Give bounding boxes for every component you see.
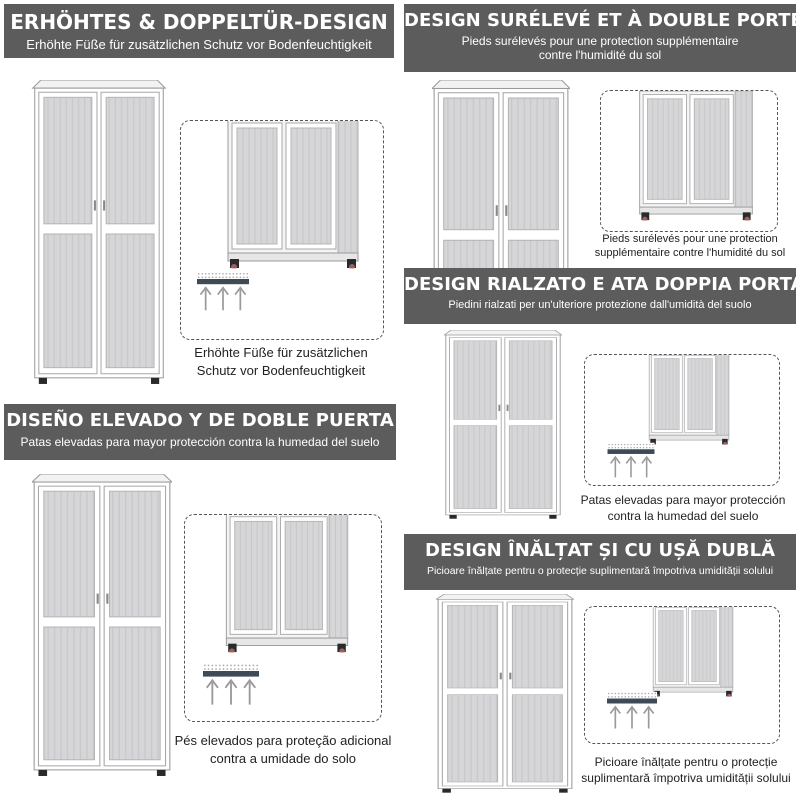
cabinet-feet-image-fr xyxy=(635,91,757,221)
subtitle-it: Piedini rialzati per un'ulteriore protez… xyxy=(448,299,752,311)
caption-ro: Picioare înălțate pentru o protecție sup… xyxy=(578,754,794,786)
banner-es: DISEÑO ELEVADO Y DE DOBLE PUERTA Patas e… xyxy=(4,404,396,460)
cabinet-image-de xyxy=(30,80,168,386)
subtitle-fr-line1: Pieds surélevés pour une protection supp… xyxy=(461,34,739,48)
title-de: ERHÖHTES & DOPPELTÜR-DESIGN xyxy=(10,10,388,34)
caption-es: Pés elevados para proteção adicional con… xyxy=(168,732,398,768)
subtitle-de: Erhöhte Füße für zusätzlichen Schutz vor… xyxy=(26,37,372,52)
title-it: DESIGN RIALZATO E ATA DOPPIA PORTA xyxy=(404,274,800,295)
caption-fr-line1: Pieds surélevés pour une protection xyxy=(602,233,778,245)
caption-it-line2: contra la humedad del suelo xyxy=(607,509,759,523)
moisture-layer-icon-it xyxy=(607,443,655,479)
caption-fr-line2: supplémentaire contre l'humidité du sol xyxy=(594,247,786,259)
caption-es-line1: Pés elevados para proteção adicional xyxy=(174,733,392,748)
caption-de-line1: Erhöhte Füße für zusätzlichen xyxy=(194,345,368,360)
caption-ro-line1: Picioare înălțate pentru o protecție xyxy=(594,755,778,769)
feet-detail-inset-fr xyxy=(600,90,778,232)
cabinet-feet-image-es xyxy=(225,514,349,653)
subtitle-fr-line2: contre l'humidité du sol xyxy=(538,48,662,62)
title-ro: DESIGN ÎNĂLȚAT ȘI CU UȘĂ DUBLĂ xyxy=(425,540,775,561)
subtitle-es: Patas elevadas para mayor protección con… xyxy=(20,435,380,449)
feet-detail-inset-de xyxy=(180,120,384,340)
title-fr: DESIGN SURÉLEVÉ ET À DOUBLE PORTE xyxy=(404,10,800,31)
cabinet-image-ro xyxy=(436,594,574,794)
moisture-layer-icon-ro xyxy=(607,691,657,731)
cabinet-feet-image-de xyxy=(223,120,363,269)
caption-it-line1: Patas elevadas para mayor protección xyxy=(580,493,786,507)
caption-fr: Pieds surélevés pour une protection supp… xyxy=(590,232,790,260)
feet-detail-inset-es xyxy=(184,514,382,722)
cabinet-feet-image-it xyxy=(633,354,745,445)
caption-es-line2: contra a umidade do solo xyxy=(210,751,356,766)
subtitle-ro: Picioare înălțate pentru o protecție sup… xyxy=(426,565,774,577)
cabinet-image-es xyxy=(32,474,172,778)
moisture-layer-icon-de xyxy=(197,271,249,313)
banner-fr: DESIGN SURÉLEVÉ ET À DOUBLE PORTE Pieds … xyxy=(404,4,800,72)
caption-it: Patas elevadas para mayor protección con… xyxy=(578,492,788,524)
moisture-layer-icon-es xyxy=(203,663,259,707)
cabinet-image-it xyxy=(444,330,562,520)
feet-detail-inset-ro xyxy=(584,606,780,744)
cabinet-image-fr xyxy=(432,80,570,270)
banner-ro: DESIGN ÎNĂLȚAT ȘI CU UȘĂ DUBLĂ Picioare … xyxy=(404,534,796,590)
banner-de: ERHÖHTES & DOPPELTÜR-DESIGN Erhöhte Füße… xyxy=(4,4,394,58)
banner-it: DESIGN RIALZATO E ATA DOPPIA PORTA Piedi… xyxy=(404,268,800,324)
caption-de: Erhöhte Füße für zusätzlichen Schutz vor… xyxy=(180,344,382,380)
cabinet-feet-image-ro xyxy=(637,606,749,697)
caption-ro-line2: suplimentară împotriva umidității solulu… xyxy=(581,771,791,785)
feet-detail-inset-it xyxy=(584,354,780,486)
caption-de-line2: Schutz vor Bodenfeuchtigkeit xyxy=(196,363,366,378)
title-es: DISEÑO ELEVADO Y DE DOBLE PUERTA xyxy=(6,410,394,431)
